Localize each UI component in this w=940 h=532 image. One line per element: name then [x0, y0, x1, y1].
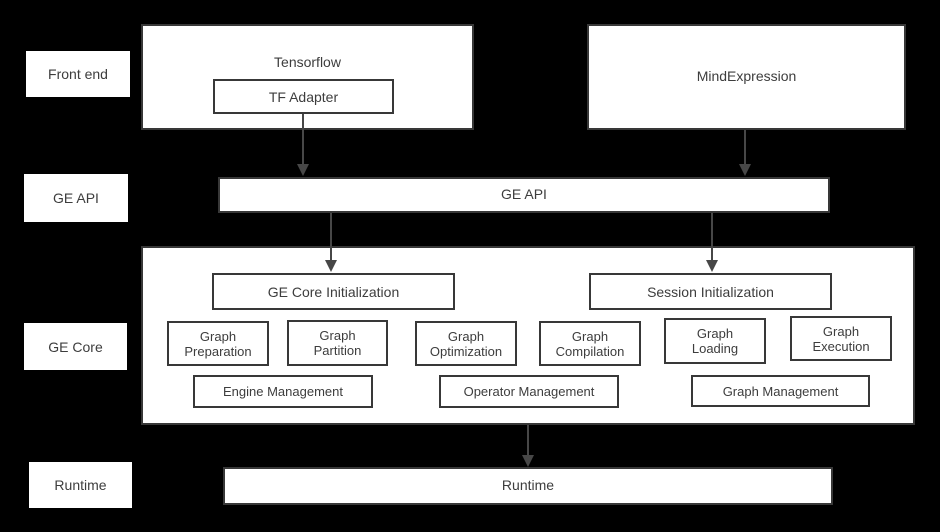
arrow-stem — [527, 425, 529, 456]
graph-execution-box: Graph Execution — [790, 316, 892, 361]
arrow-stem — [330, 213, 332, 261]
operator-management-box: Operator Management — [439, 375, 619, 408]
graph-loading-line2: Loading — [691, 341, 739, 356]
graph-execution-line2: Execution — [812, 338, 870, 354]
ge-core-initialization-box: GE Core Initialization — [212, 273, 455, 310]
layer-label-runtime: Runtime — [29, 462, 132, 508]
arrow-head-icon — [739, 164, 751, 176]
arrow-stem — [711, 213, 713, 261]
graph-optimization-line1: Graph — [447, 328, 485, 344]
runtime-bar: Runtime — [223, 467, 833, 505]
graph-preparation-line1: Graph — [199, 328, 237, 344]
arrow-head-icon — [325, 260, 337, 272]
graph-loading-line1: Graph — [696, 326, 734, 341]
graph-optimization-line2: Optimization — [429, 343, 503, 359]
graph-optimization-box: Graph Optimization — [415, 321, 517, 366]
graph-management-box: Graph Management — [691, 375, 870, 407]
ge-core-box: GE Core Initialization Session Initializ… — [141, 246, 915, 425]
arrow-head-icon — [297, 164, 309, 176]
mind-expression-box: MindExpression — [587, 24, 906, 130]
graph-preparation-box: Graph Preparation — [167, 321, 269, 366]
graph-compilation-box: Graph Compilation — [539, 321, 641, 366]
graph-execution-line1: Graph — [822, 323, 860, 339]
graph-partition-line1: Graph — [319, 328, 356, 343]
arrow-head-icon — [522, 455, 534, 467]
tensorflow-label: Tensorflow — [274, 54, 341, 70]
graph-compilation-line2: Compilation — [555, 343, 625, 359]
graph-compilation-line1: Graph — [571, 328, 609, 344]
arrow-head-icon — [706, 260, 718, 272]
tf-adapter-box: TF Adapter — [213, 79, 394, 114]
session-initialization-box: Session Initialization — [589, 273, 832, 310]
layer-label-ge-api: GE API — [24, 174, 128, 222]
ge-api-bar: GE API — [218, 177, 830, 213]
layer-label-ge-core: GE Core — [24, 323, 127, 370]
graph-partition-box: Graph Partition — [287, 320, 388, 366]
graph-preparation-line2: Preparation — [184, 343, 252, 359]
engine-management-box: Engine Management — [193, 375, 373, 408]
arrow-stem — [302, 114, 304, 165]
arrow-stem — [744, 130, 746, 165]
graph-loading-box: Graph Loading — [664, 318, 766, 364]
tensorflow-box: Tensorflow TF Adapter — [141, 24, 474, 130]
graph-partition-line2: Partition — [313, 343, 362, 358]
layer-label-front-end: Front end — [26, 51, 130, 97]
